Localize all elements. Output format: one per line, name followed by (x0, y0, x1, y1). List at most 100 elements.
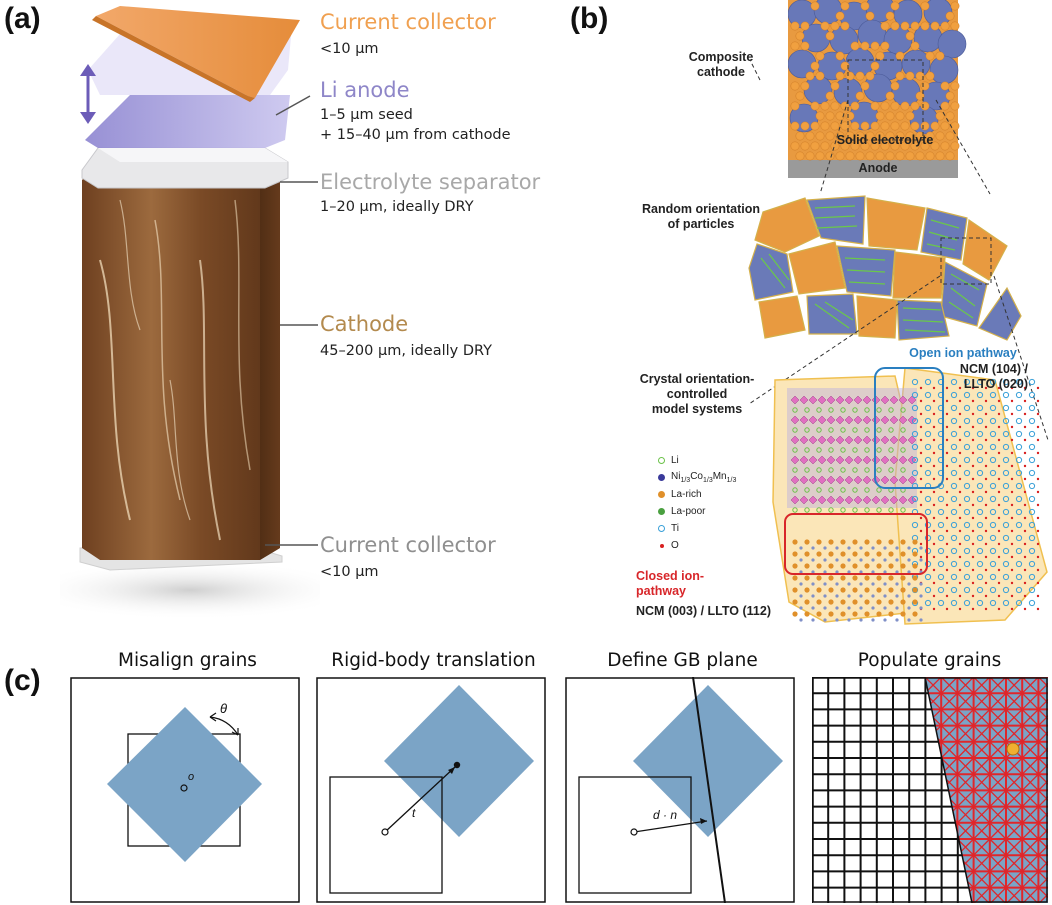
ti-atom (950, 599, 958, 607)
o-atom (958, 464, 962, 468)
ti-atom (1015, 430, 1023, 438)
o-atom (958, 594, 962, 598)
li-ion (792, 447, 798, 453)
ti-atom (1002, 482, 1010, 490)
electrolyte-particle (790, 141, 800, 151)
ncm-octahedron (898, 455, 908, 465)
electrolyte-particle (940, 101, 950, 111)
grid-line (956, 757, 975, 775)
li-ion (816, 467, 822, 473)
ti-atom (924, 443, 932, 451)
o-atom (1023, 399, 1027, 403)
la-atom (828, 587, 834, 593)
ti-atom (1015, 378, 1023, 386)
ti-atom (989, 456, 997, 464)
electrolyte-particle (940, 81, 950, 91)
ti-atom (989, 560, 997, 568)
grid-line (989, 708, 1007, 727)
electrolyte-particle (910, 141, 920, 151)
ti-atom (963, 443, 971, 451)
grid-line (989, 870, 1007, 889)
o-atom (1036, 464, 1040, 468)
ti-atom (963, 469, 971, 477)
grid-line (989, 806, 1007, 824)
ncm-octahedron (853, 395, 863, 405)
lattice-atom (847, 570, 851, 574)
crystal-orientation-model (772, 367, 1048, 625)
o-atom (1010, 581, 1014, 585)
grid-line (989, 677, 1007, 694)
la-atom (840, 551, 846, 557)
o-atom (1023, 568, 1027, 572)
li-ion (876, 407, 882, 413)
ti-atom (989, 404, 997, 412)
ti-atom (963, 560, 971, 568)
electrolyte-particle (830, 141, 840, 151)
li-ion (804, 407, 810, 413)
electrolyte-particle (840, 141, 850, 151)
li-ion (888, 427, 894, 433)
lattice-atom (859, 594, 863, 598)
o-atom (984, 399, 988, 403)
lattice-atom (799, 594, 803, 598)
o-atom (1010, 568, 1014, 572)
li-ion (900, 447, 906, 453)
ti-atom (1028, 469, 1036, 477)
lattice-atom (883, 606, 887, 610)
electrolyte-particle (800, 141, 810, 151)
legend-item-li: Li (658, 454, 736, 467)
electrolyte-particle (835, 111, 845, 121)
li-ion (864, 427, 870, 433)
ti-atom (937, 560, 945, 568)
grid-line (1005, 870, 1023, 889)
li-ion (792, 467, 798, 473)
o-atom (958, 581, 962, 585)
li-marker (658, 457, 665, 464)
ti-atom (989, 430, 997, 438)
ti-atom (989, 378, 997, 386)
lattice-atom (799, 618, 803, 622)
o-atom (932, 412, 936, 416)
grid-line (1005, 887, 1023, 903)
o-atom (984, 581, 988, 585)
o-atom (1023, 425, 1027, 429)
ncm-octahedron (844, 475, 854, 485)
lattice-atom (811, 618, 815, 622)
la-atom (816, 563, 822, 569)
la-atom (876, 563, 882, 569)
ncm-octahedron (898, 435, 908, 445)
electrolyte-particle (900, 101, 910, 111)
o-atom (1023, 477, 1027, 481)
lattice-atom (859, 558, 863, 562)
la-atom (804, 611, 810, 617)
ncm-octahedron (835, 395, 845, 405)
electrolyte-particle (800, 21, 810, 31)
electrolyte-particle (835, 71, 845, 81)
ncm-octahedron (808, 475, 818, 485)
o-atom (971, 412, 975, 416)
ti-atom (963, 534, 971, 542)
o-atom (984, 425, 988, 429)
ti-atom (1028, 560, 1036, 568)
grid-line (973, 725, 991, 743)
ncm-octahedron (826, 495, 836, 505)
o-atom (1036, 451, 1040, 455)
grid-line (940, 741, 958, 759)
electrolyte-particle (910, 21, 920, 31)
la-rich-marker (658, 491, 665, 498)
electrolyte-particle (885, 91, 895, 101)
electrolyte-particle (890, 1, 900, 11)
ti-atom (950, 404, 958, 412)
ncm-marker (658, 474, 665, 481)
o-atom (997, 451, 1001, 455)
ti-atom (976, 599, 984, 607)
electrolyte-particle (870, 101, 880, 111)
electrolyte-particle (865, 71, 875, 81)
legend-label: La-poor (671, 506, 706, 517)
lattice-atom (799, 570, 803, 574)
la-atom (792, 611, 798, 617)
layer-thickness: 1–20 µm, ideally DRY (320, 199, 474, 215)
grid-line (940, 677, 958, 694)
li-ion (852, 407, 858, 413)
grid-line (1021, 708, 1039, 727)
